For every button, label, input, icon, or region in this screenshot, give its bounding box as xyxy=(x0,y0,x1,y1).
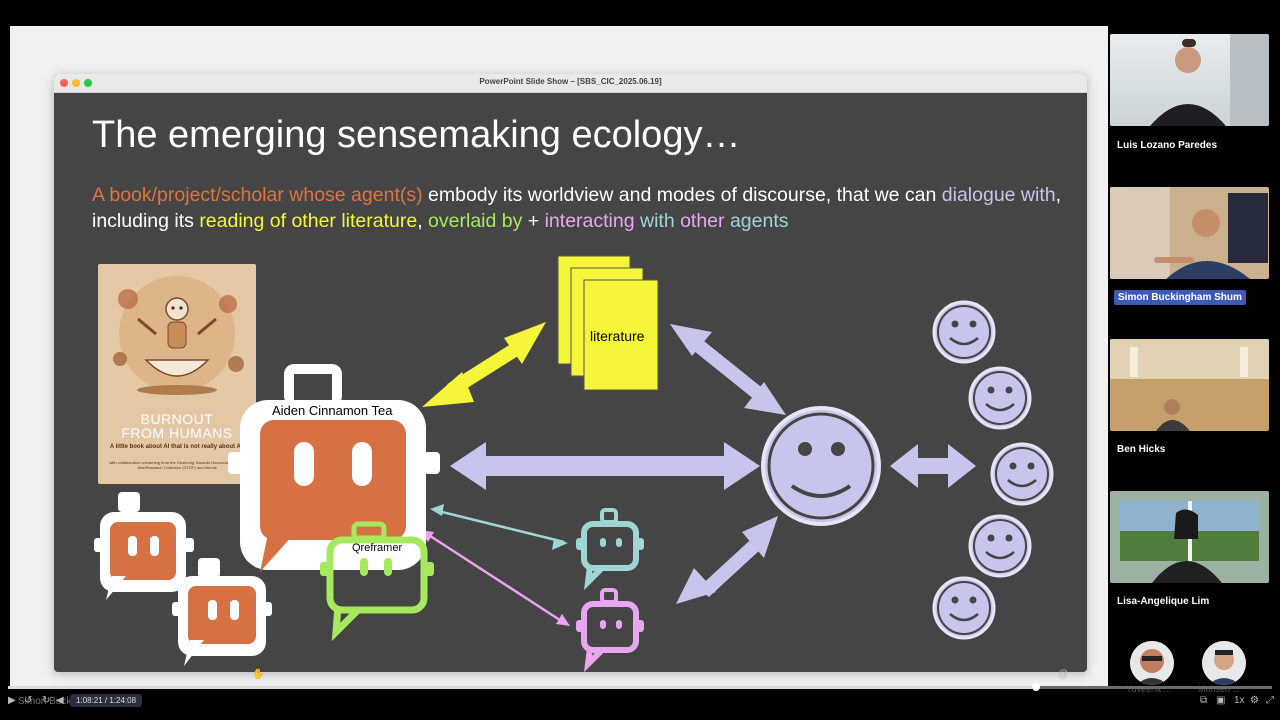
volume-icon[interactable]: ◀ xyxy=(56,695,64,706)
other-humans xyxy=(932,300,1054,640)
participant-video xyxy=(1120,501,1259,583)
subtitle-segment: + xyxy=(522,210,545,232)
other-human-icon xyxy=(968,366,1032,430)
subtitle-segment: , xyxy=(417,210,429,232)
playback-time: 1:08:21 / 1:24:08 xyxy=(70,694,143,707)
rewind-icon[interactable]: ↺ xyxy=(24,695,33,706)
arrow-literature-agent xyxy=(422,322,546,407)
book-title: BURNOUT FROM HUMANS xyxy=(98,412,256,440)
forward-icon[interactable]: ↻ xyxy=(42,695,51,706)
avatar-image xyxy=(1202,641,1246,685)
participant-video xyxy=(1110,339,1269,431)
book-title-line2: FROM HUMANS xyxy=(121,425,233,441)
play-icon[interactable]: ▶ xyxy=(8,695,16,706)
teal-agent-icon xyxy=(576,508,644,591)
subtitle-segment: interacting xyxy=(544,210,635,232)
subtitle-segment: other xyxy=(680,210,725,232)
literature-stack xyxy=(557,255,659,391)
arrow-agent-pink xyxy=(420,530,570,626)
subtitle-segment: A book/project/scholar whose agent(s) xyxy=(92,184,423,206)
other-human-icon xyxy=(932,300,996,364)
close-window-button[interactable] xyxy=(60,79,68,87)
subtitle-segment: , including its xyxy=(92,184,1062,232)
main-agent-icon xyxy=(228,364,440,572)
other-human-icon xyxy=(968,514,1032,578)
participant-video xyxy=(1110,187,1268,279)
subtitle-segment: agents xyxy=(724,210,789,232)
speed-label[interactable]: 1x xyxy=(1234,695,1245,706)
participant-name: Luis Lozano Paredes xyxy=(1117,140,1218,151)
avatar-name: Mohsen ... xyxy=(1198,684,1241,694)
subtitle-segment: reading of other literature xyxy=(199,210,418,232)
human-user-icon xyxy=(761,406,881,526)
subtitle-segment: with xyxy=(634,210,681,232)
slide-title: The emerging sensemaking ecology… xyxy=(92,114,741,156)
subtitle-segment: dialogue with xyxy=(941,184,1056,206)
reframer-agent-icon xyxy=(320,521,434,642)
settings-gear-icon[interactable]: ⚙ xyxy=(1250,695,1259,706)
arrow-human-pink-agent xyxy=(676,516,778,604)
video-tile-simon[interactable] xyxy=(1110,187,1269,279)
minimize-window-button[interactable] xyxy=(72,79,80,87)
window-titlebar: PowerPoint Slide Show – [SBS_CIC_2025.06… xyxy=(54,74,1087,93)
active-speaker-name: Simon Buckingham Shum xyxy=(1114,290,1246,305)
literature-label: literature xyxy=(590,328,645,344)
maximize-window-button[interactable] xyxy=(84,79,92,87)
window-title: PowerPoint Slide Show – [SBS_CIC_2025.06… xyxy=(479,77,662,86)
mention-marker-icon: @ xyxy=(1058,669,1069,680)
chat-icon[interactable]: ▣ xyxy=(1216,695,1226,706)
book-cover: BURNOUT FROM HUMANS A little book about … xyxy=(98,264,256,484)
video-tile-luis[interactable] xyxy=(1110,34,1269,126)
arrow-agent-teal xyxy=(430,504,568,550)
other-human-icon xyxy=(990,442,1054,506)
reaction-marker-icon: ✋ xyxy=(252,669,265,680)
small-orange-agent-2 xyxy=(172,558,272,666)
arrow-literature-human xyxy=(670,324,786,415)
slide-subtitle: A book/project/scholar whose agent(s) em… xyxy=(92,182,1072,234)
pink-agent-icon xyxy=(576,588,644,672)
video-tile-ben[interactable] xyxy=(1110,339,1269,431)
progress-fill xyxy=(8,686,1032,689)
captions-icon[interactable]: ⧉ xyxy=(1200,695,1208,706)
small-orange-agent-1 xyxy=(94,492,194,600)
fullscreen-icon[interactable]: ⤢ xyxy=(1266,695,1274,706)
arrow-agent-human xyxy=(450,442,760,490)
video-tile-lisa[interactable] xyxy=(1110,491,1269,583)
book-tagline: A little book about AI that is not reall… xyxy=(109,444,245,450)
slideshow-window: PowerPoint Slide Show – [SBS_CIC_2025.06… xyxy=(54,74,1087,672)
avatar-name: Yuveeha ... xyxy=(1126,684,1172,694)
reframer-label: Qreframer xyxy=(352,542,403,554)
avatar-image xyxy=(1130,641,1174,685)
book-footer: with collaborative unlearning from the G… xyxy=(109,460,245,470)
book-title-line1: BURNOUT xyxy=(140,411,214,427)
other-human-icon xyxy=(932,576,996,640)
arrow-human-others xyxy=(890,444,976,488)
shared-screen: PowerPoint Slide Show – [SBS_CIC_2025.06… xyxy=(10,26,1108,688)
progress-handle[interactable] xyxy=(1032,683,1040,691)
main-agent-label: Aiden Cinnamon Tea xyxy=(272,403,393,418)
subtitle-segment: embody its worldview and modes of discou… xyxy=(422,184,942,206)
ecology-diagram xyxy=(94,255,1054,672)
subtitle-segment: overlaid by xyxy=(428,210,523,232)
participant-name: Ben Hicks xyxy=(1117,444,1166,455)
progress-bar[interactable] xyxy=(8,686,1272,689)
participant-video xyxy=(1150,34,1269,126)
slide: The emerging sensemaking ecology… A book… xyxy=(54,92,1087,672)
avatar-yuveeha[interactable] xyxy=(1130,641,1174,685)
avatar-mohsen[interactable] xyxy=(1202,641,1246,685)
book-illustration xyxy=(113,276,244,395)
participant-name: Lisa-Angelique Lim xyxy=(1117,596,1210,607)
